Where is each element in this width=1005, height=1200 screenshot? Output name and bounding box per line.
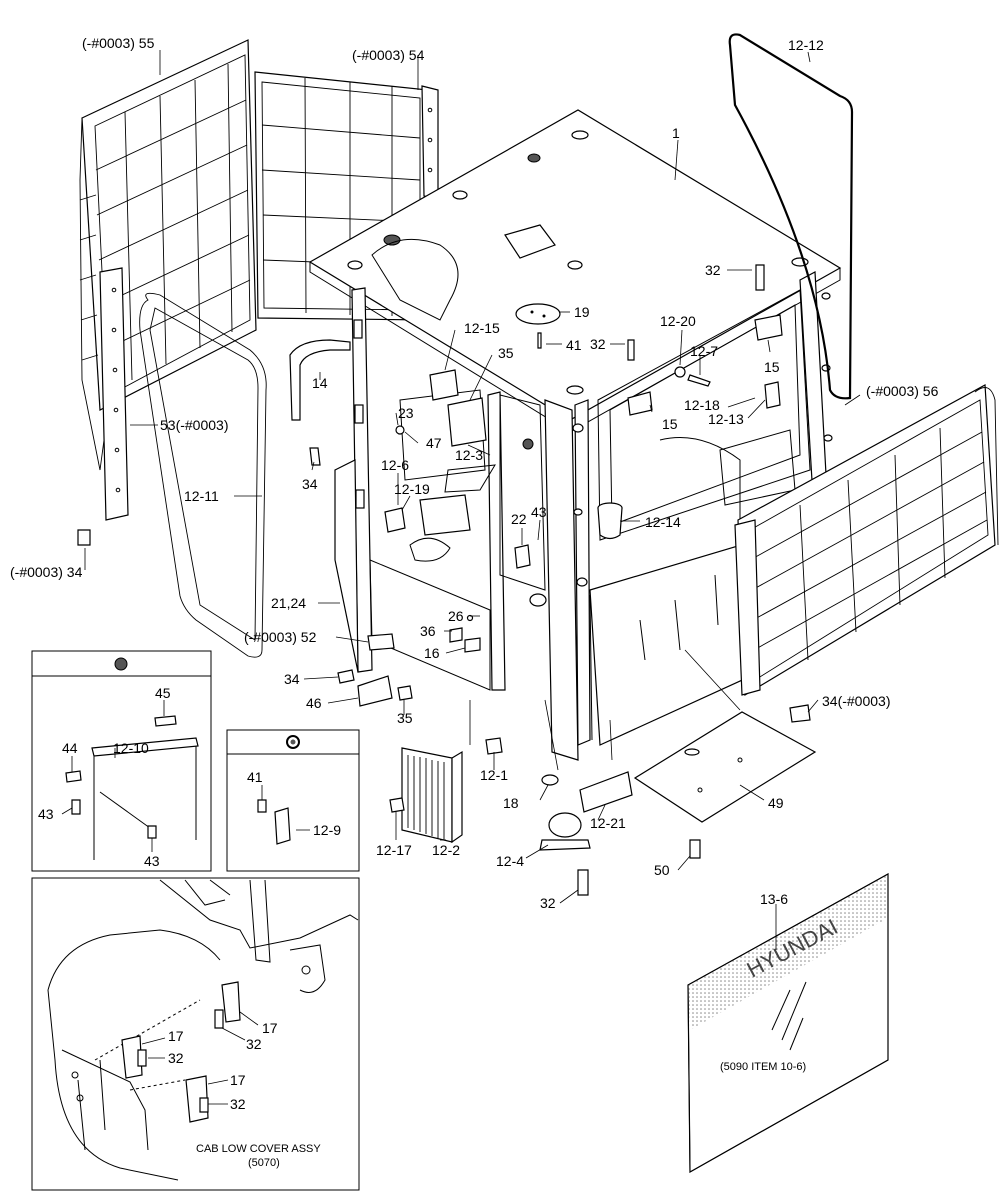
label-14: 14 (312, 375, 328, 391)
label-35: 35 (498, 345, 514, 361)
label-12-6: 12-6 (381, 457, 409, 473)
label-45: 45 (155, 685, 171, 701)
label-12-12: 12-12 (788, 37, 824, 53)
label-43: 43 (531, 504, 547, 520)
label-50: 50 (654, 862, 670, 878)
label-16: 16 (424, 645, 440, 661)
hardware-parts (77, 264, 817, 896)
label-34-0003-right: 34(-#0003) (822, 693, 891, 709)
detail-box-cab-low-cover: 17 32 17 32 17 32 CAB LOW COVER ASSY (50… (31, 877, 360, 1191)
label-18: 18 (503, 795, 519, 811)
label-1: 1 (672, 125, 680, 141)
label-12-3: 12-3 (455, 447, 483, 463)
label-32: 32 (590, 336, 606, 352)
label-32: 32 (705, 262, 721, 278)
label-12-14: 12-14 (645, 514, 681, 530)
label-15: 15 (662, 416, 678, 432)
label-12-19: 12-19 (394, 481, 430, 497)
label-44: 44 (62, 740, 78, 756)
label-56: (-#0003) 56 (866, 383, 939, 399)
label-12-10: 12-10 (113, 740, 149, 756)
label-12-21: 12-21 (590, 815, 626, 831)
label-13-6: 13-6 (760, 891, 788, 907)
label-21-24: 21,24 (271, 595, 306, 611)
label-41: 41 (247, 769, 263, 785)
handle-14 (289, 339, 351, 421)
label-53: 53(-#0003) (160, 417, 229, 433)
label-12-17: 12-17 (376, 842, 412, 858)
label-32: 32 (246, 1036, 262, 1052)
label-32: 32 (540, 895, 556, 911)
label-26: 26 (448, 608, 464, 624)
decal-13-6: 13-6 HYUNDAI (5090 ITEM 10-6) (687, 872, 889, 1174)
label-47: 47 (426, 435, 442, 451)
label-12-20: 12-20 (660, 313, 696, 329)
label-43: 43 (144, 853, 160, 869)
label-17: 17 (168, 1028, 184, 1044)
label-43: 43 (38, 806, 54, 822)
label-32: 32 (168, 1050, 184, 1066)
label-17: 17 (230, 1072, 246, 1088)
detail-box-12-10: 45 44 12-10 43 43 (31, 650, 212, 872)
cab-low-cover-caption: CAB LOW COVER ASSY (196, 1143, 321, 1155)
label-12-18: 12-18 (684, 397, 720, 413)
cab-low-cover-caption-ref: (5070) (248, 1157, 280, 1169)
detail-box-12-9: 41 12-9 (226, 729, 360, 872)
label-17: 17 (262, 1020, 278, 1036)
label-23: 23 (398, 405, 414, 421)
label-12-11: 12-11 (184, 488, 219, 504)
label-55: (-#0003) 55 (82, 35, 155, 51)
label-46: 46 (306, 695, 322, 711)
label-34: 34 (302, 476, 318, 492)
decal-note: (5090 ITEM 10-6) (720, 1061, 806, 1073)
label-49: 49 (768, 795, 784, 811)
leader-lines (84, 50, 861, 904)
label-15: 15 (764, 359, 780, 375)
label-35: 35 (397, 710, 413, 726)
front-guard-55 (79, 39, 257, 521)
label-12-7: 12-7 (690, 343, 718, 359)
label-12-9: 12-9 (313, 822, 341, 838)
seal-12-12 (728, 33, 854, 400)
label-34-0003: (-#0003) 34 (10, 564, 83, 580)
label-41: 41 (566, 337, 582, 353)
label-54: (-#0003) 54 (352, 47, 425, 63)
callout-labels: (-#0003) 55 (-#0003) 54 12-12 1 32 19 41… (10, 35, 939, 911)
label-19: 19 (574, 304, 590, 320)
label-12-13: 12-13 (708, 411, 744, 427)
label-52: (-#0003) 52 (244, 629, 317, 645)
label-12-15: 12-15 (464, 320, 500, 336)
label-12-1: 12-1 (480, 767, 508, 783)
label-22: 22 (511, 511, 527, 527)
label-12-4: 12-4 (496, 853, 524, 869)
rear-guard-56 (734, 384, 999, 697)
door-glass-12-11 (139, 292, 267, 658)
label-32: 32 (230, 1096, 246, 1112)
label-12-2: 12-2 (432, 842, 460, 858)
label-34: 34 (284, 671, 300, 687)
label-36: 36 (420, 623, 436, 639)
